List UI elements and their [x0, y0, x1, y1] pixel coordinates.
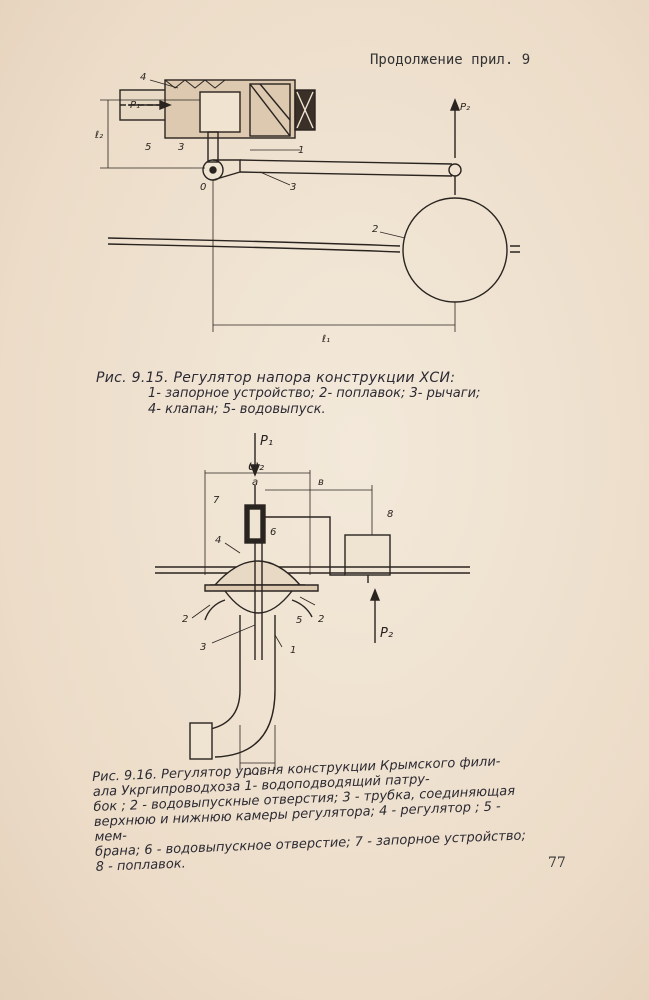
fig916-label-1: 1: [290, 645, 296, 656]
fig915-label-o: 0: [200, 182, 206, 193]
fig916-label-7: 7: [213, 495, 220, 506]
fig915-label-3a: 3: [178, 142, 184, 153]
fig915-label-5: 5: [145, 142, 151, 153]
fig915-caption-title: Рис. 9.15. Регулятор напора конструкции …: [96, 370, 456, 386]
fig915-caption-line2: 4- клапан; 5- водовыпуск.: [148, 402, 326, 417]
fig916-label-w1: ω₁: [248, 769, 264, 775]
figure-9-15-caption: Рис. 9.15. Регулятор напора конструкции …: [96, 370, 556, 418]
fig916-label-a: a: [252, 477, 258, 488]
fig916-label-4: 4: [215, 535, 221, 546]
fig916-label-6: 6: [270, 527, 276, 538]
fig915-label-1: 1: [298, 145, 304, 156]
figure-9-15-drawing: 4 P₁ P₂ 5 3 1 3 0 2 ℓ₂ ℓ₁: [95, 72, 520, 345]
fig915-caption-line1: 1- запорное устройство; 2- поплавок; 3- …: [148, 386, 481, 401]
fig916-label-8: 8: [387, 509, 393, 520]
fig916-label-p2: P₂: [380, 626, 393, 641]
fig916-label-3: 3: [200, 642, 206, 653]
fig915-label-p2: P₂: [460, 102, 470, 113]
fig915-label-2: 2: [372, 224, 378, 235]
fig916-label-5: 5: [296, 615, 302, 626]
fig916-label-2a: 2: [182, 614, 188, 625]
figure-9-16-caption: Рис. 9.16. Регулятор уровня конструкции …: [92, 753, 536, 875]
fig916-label-b: в: [318, 477, 324, 488]
figure-9-16-drawing: P₁ ω₂ a в 7 6 8 4 2 2 5 3 1 P₂ ω₁: [155, 433, 470, 775]
fig915-label-l2: ℓ₂: [95, 130, 103, 141]
page-header: Продолжение прил. 9: [370, 52, 531, 68]
fig915-label-l1: ℓ₁: [322, 334, 330, 345]
fig916-label-w2: ω₂: [248, 459, 264, 474]
page-number: 77: [548, 855, 566, 871]
fig915-label-4: 4: [140, 72, 146, 83]
fig915-label-3b: 3: [290, 182, 296, 193]
fig916-label-p1: P₁: [260, 434, 273, 449]
fig915-label-p1: P₁: [130, 100, 140, 111]
fig916-label-2b: 2: [318, 614, 324, 625]
